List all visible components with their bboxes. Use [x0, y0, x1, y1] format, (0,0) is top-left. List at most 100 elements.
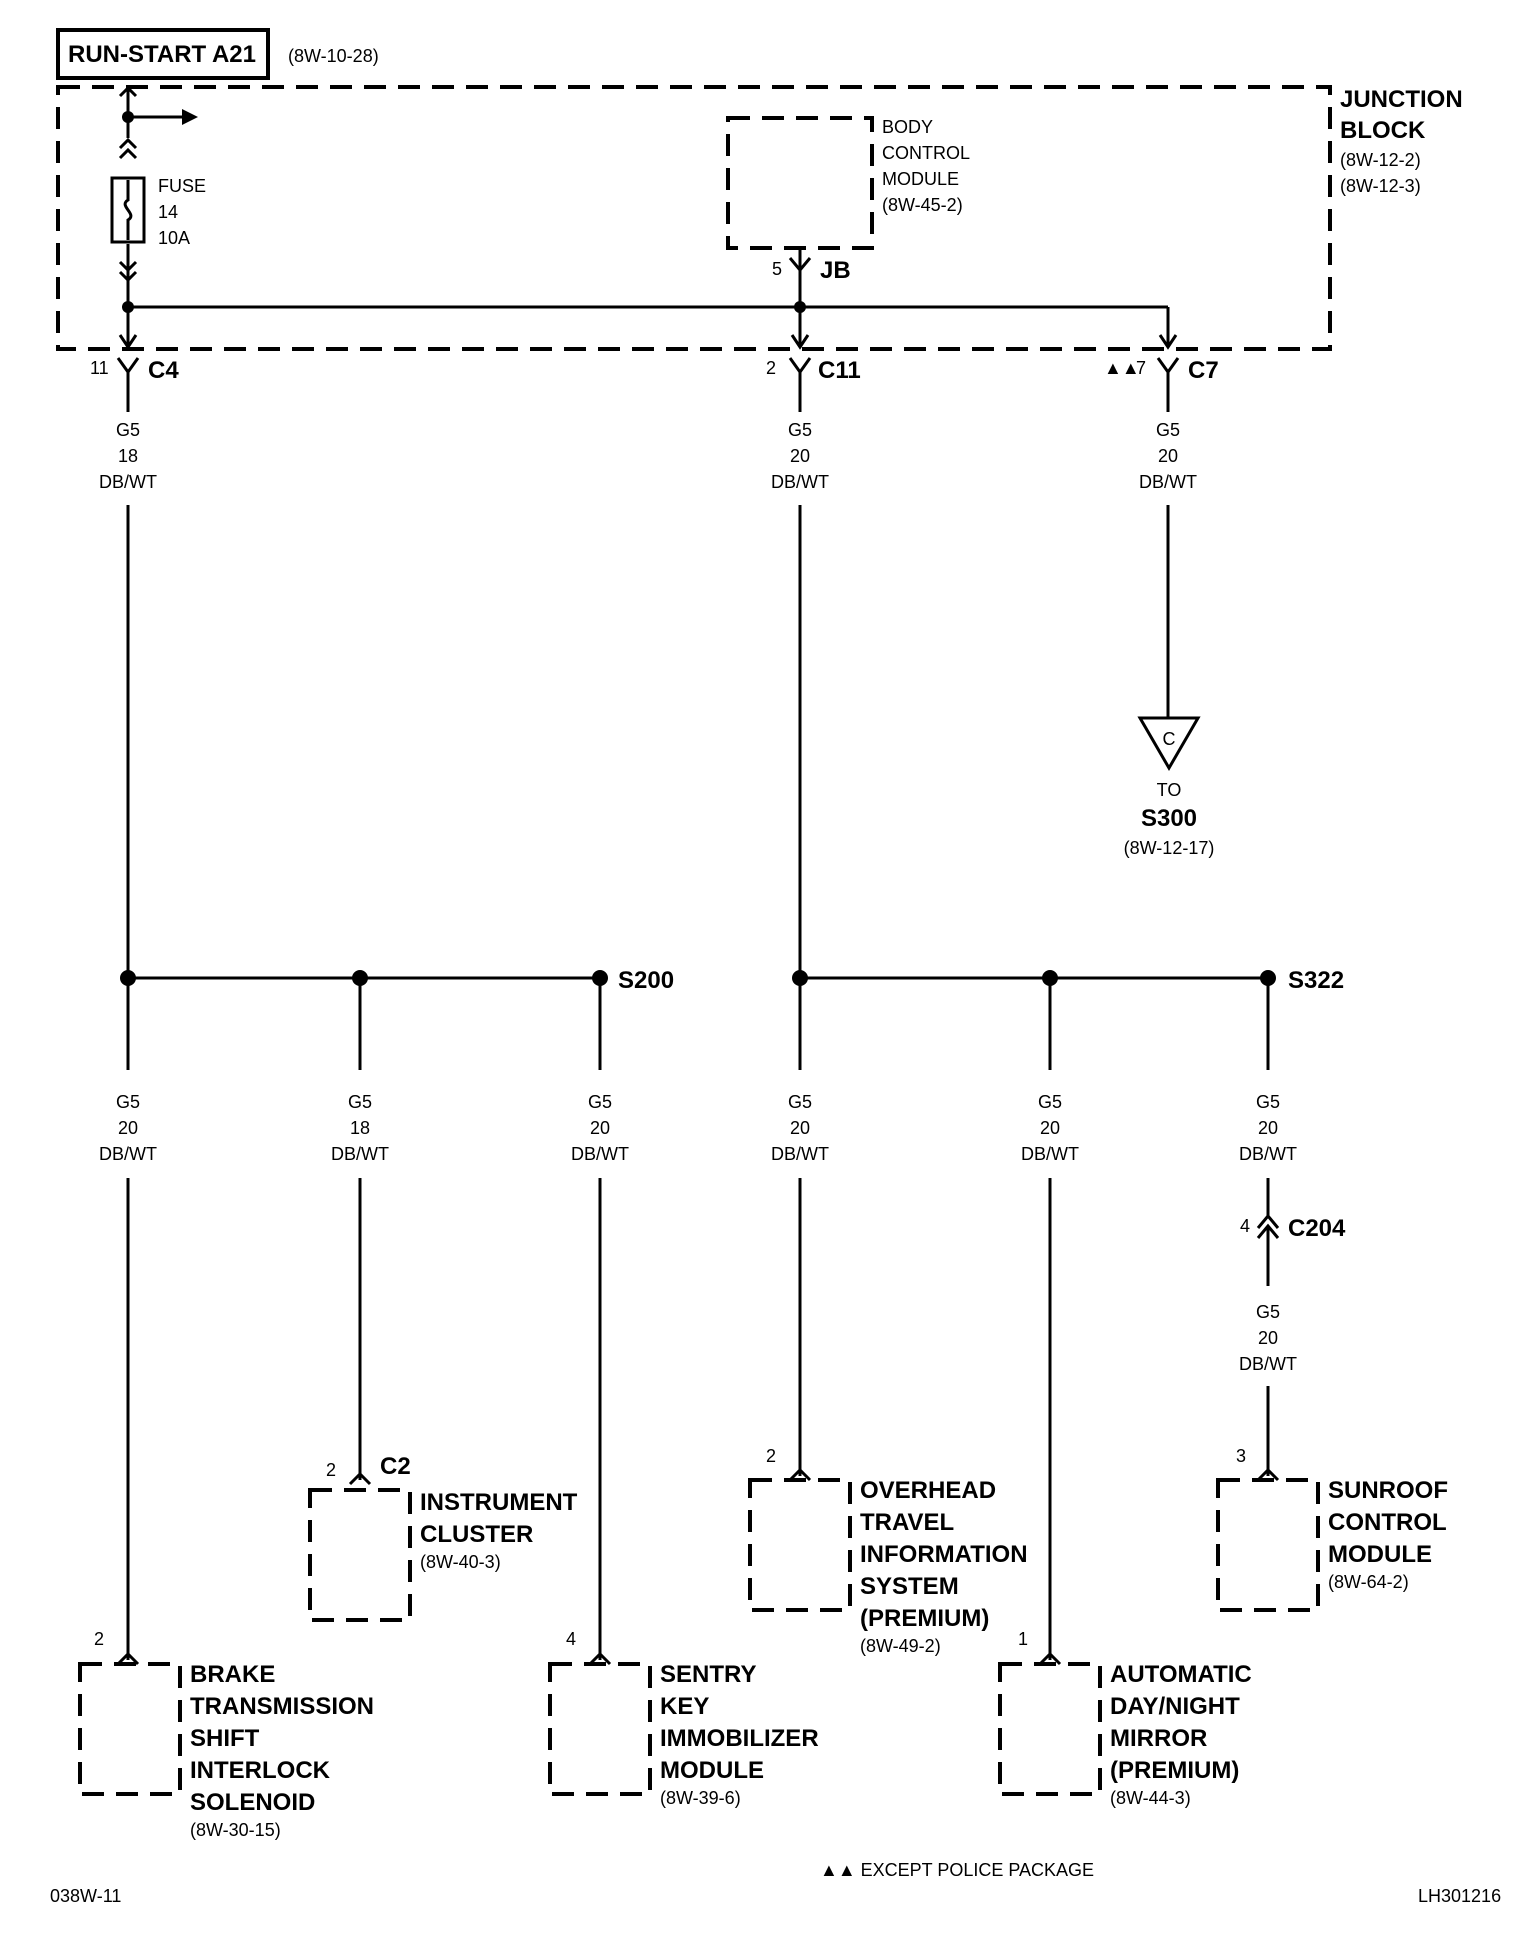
- c7-marker: ▲▲: [1104, 358, 1140, 378]
- mirror-name-4: (PREMIUM): [1110, 1757, 1239, 1784]
- sunroof-lower-wire-color: DB/WT: [1239, 1354, 1297, 1374]
- c204-pin: 4: [1240, 1216, 1250, 1236]
- skim-wire-gauge: 20: [590, 1118, 610, 1138]
- offpage-connector-icon: [1137, 716, 1201, 771]
- s200-label: S200: [618, 967, 674, 994]
- overhead-name-4: SYSTEM: [860, 1573, 959, 1600]
- fuse-rating: 10A: [158, 228, 190, 248]
- btsi-wire-color: DB/WT: [99, 1144, 157, 1164]
- c4-arrow-icon: [118, 334, 138, 350]
- offpage-to: TO: [1157, 780, 1182, 800]
- mirror-name-3: MIRROR: [1110, 1725, 1207, 1752]
- skim-connector-icon: [588, 1651, 612, 1666]
- cluster-ref: (8W-40-3): [420, 1552, 501, 1572]
- fuse-element-icon: [123, 180, 133, 240]
- btsi-name-3: SHIFT: [190, 1725, 260, 1752]
- offpage-ref: (8W-12-17): [1124, 838, 1215, 858]
- overhead-name-2: TRAVEL: [860, 1509, 954, 1536]
- bcm-outline: [726, 116, 874, 250]
- junction-block-ref-2: (8W-12-3): [1340, 176, 1421, 196]
- btsi-name-1: BRAKE: [190, 1661, 275, 1688]
- skim-name-2: KEY: [660, 1693, 709, 1720]
- feed-arrow-icon: [182, 109, 198, 125]
- sunroof-name-3: MODULE: [1328, 1541, 1432, 1568]
- c7-pin: 7: [1136, 358, 1146, 378]
- c7-wire-gauge: 20: [1158, 446, 1178, 466]
- bcm-pin: 5: [772, 259, 782, 279]
- sunroof-wire-color: DB/WT: [1239, 1144, 1297, 1164]
- mirror-wire-color: DB/WT: [1021, 1144, 1079, 1164]
- circuit-title-box: [56, 28, 270, 80]
- mirror-name-2: DAY/NIGHT: [1110, 1693, 1240, 1720]
- c204-lower-chevron-icon: [1256, 1223, 1280, 1239]
- c4-name: C4: [148, 357, 179, 384]
- junction-block-name-1: JUNCTION: [1340, 86, 1463, 113]
- c4-wire-gauge: 18: [118, 446, 138, 466]
- mirror-ref: (8W-44-3): [1110, 1788, 1191, 1808]
- bcm-name-3: MODULE: [882, 169, 959, 189]
- overhead-wire-circuit: G5: [788, 1092, 812, 1112]
- btsi-name-5: SOLENOID: [190, 1789, 315, 1816]
- c204-upper-chevron-icon: [1256, 1213, 1280, 1229]
- c7-wire-color: DB/WT: [1139, 472, 1197, 492]
- overhead-wire-color: DB/WT: [771, 1144, 829, 1164]
- skim-outline: [548, 1662, 652, 1796]
- c4-wire-circuit: G5: [116, 420, 140, 440]
- mirror-pin: 1: [1018, 1629, 1028, 1649]
- skim-pin: 4: [566, 1629, 576, 1649]
- sunroof-pin: 3: [1236, 1446, 1246, 1466]
- btsi-name-2: TRANSMISSION: [190, 1693, 374, 1720]
- btsi-connector-icon: [116, 1651, 140, 1666]
- cluster-outline: [308, 1488, 412, 1622]
- cluster-connector-icon: [348, 1471, 372, 1486]
- c7-name: C7: [1188, 357, 1219, 384]
- junction-block-outline: [56, 85, 1332, 351]
- overhead-ref: (8W-49-2): [860, 1636, 941, 1656]
- footer-note: ▲▲ EXCEPT POLICE PACKAGE: [820, 1860, 1094, 1880]
- cluster-wire-gauge: 18: [350, 1118, 370, 1138]
- sunroof-wire-circuit: G5: [1256, 1092, 1280, 1112]
- feed-top-chevron-icon: [118, 85, 138, 98]
- bcm-name-2: CONTROL: [882, 143, 970, 163]
- c11-name: C11: [818, 357, 861, 384]
- cluster-wire-color: DB/WT: [331, 1144, 389, 1164]
- footer-left-code: 038W-11: [50, 1886, 121, 1906]
- btsi-wire-circuit: G5: [116, 1092, 140, 1112]
- c7-arrow-icon: [1158, 334, 1178, 350]
- btsi-name-4: INTERLOCK: [190, 1757, 331, 1784]
- c4-wire-color: DB/WT: [99, 472, 157, 492]
- btsi-pin: 2: [94, 1629, 104, 1649]
- circuit-ref: (8W-10-28): [288, 46, 379, 66]
- sunroof-lower-wire-circuit: G5: [1256, 1302, 1280, 1322]
- c4-connector-icon: [116, 357, 140, 375]
- fuse-top-chevron-icon: [118, 137, 138, 150]
- sunroof-wire-gauge: 20: [1258, 1118, 1278, 1138]
- mirror-name-1: AUTOMATIC: [1110, 1661, 1252, 1688]
- overhead-wire-gauge: 20: [790, 1118, 810, 1138]
- skim-name-1: SENTRY: [660, 1661, 756, 1688]
- c11-connector-icon: [788, 357, 812, 375]
- btsi-wire-gauge: 20: [118, 1118, 138, 1138]
- skim-wire-circuit: G5: [588, 1092, 612, 1112]
- footer-right-code: LH301216: [1418, 1886, 1501, 1906]
- sunroof-ref: (8W-64-2): [1328, 1572, 1409, 1592]
- bcm-connector-icon: [788, 257, 812, 273]
- bcm-ref: (8W-45-2): [882, 195, 963, 215]
- c7-connector-icon: [1156, 357, 1180, 375]
- skim-name-4: MODULE: [660, 1757, 764, 1784]
- cluster-pin: 2: [326, 1460, 336, 1480]
- sunroof-outline: [1216, 1478, 1320, 1612]
- mirror-wire-circuit: G5: [1038, 1092, 1062, 1112]
- sunroof-name-1: SUNROOF: [1328, 1477, 1448, 1504]
- overhead-outline: [748, 1478, 852, 1612]
- fuse-top-chevron-2-icon: [118, 147, 138, 160]
- c11-wire-gauge: 20: [790, 446, 810, 466]
- sunroof-connector-icon: [1256, 1467, 1280, 1482]
- skim-wire-color: DB/WT: [571, 1144, 629, 1164]
- overhead-name-3: INFORMATION: [860, 1541, 1028, 1568]
- overhead-pin: 2: [766, 1446, 776, 1466]
- c204-name: C204: [1288, 1215, 1346, 1242]
- junction-block-name-2: BLOCK: [1340, 117, 1426, 144]
- c11-arrow-icon: [790, 334, 810, 350]
- cluster-name-1: INSTRUMENT: [420, 1489, 578, 1516]
